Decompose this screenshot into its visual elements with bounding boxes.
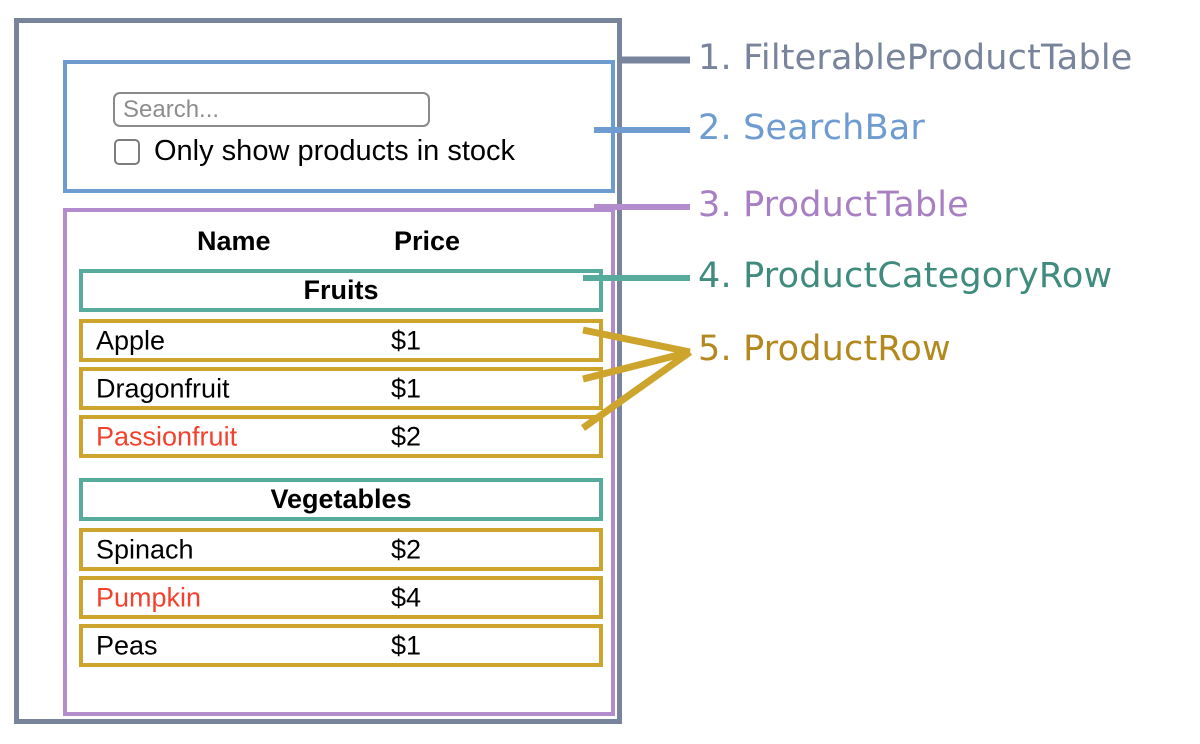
product-rows-container: Fruits Apple $1 Dragonfruit $1 Passionfr…: [79, 269, 603, 672]
product-row[interactable]: Peas $1: [79, 624, 603, 667]
product-table-frame: Name Price Fruits Apple $1 Dragonfruit $…: [63, 208, 615, 716]
product-price: $1: [391, 325, 422, 355]
legend-label-1: 1. FilterableProductTable: [698, 38, 1133, 78]
only-in-stock-label: Only show products in stock: [154, 135, 516, 167]
product-price: $4: [391, 582, 422, 612]
search-bar-frame: Only show products in stock: [63, 60, 615, 193]
legend-label-4: 4. ProductCategoryRow: [698, 256, 1113, 296]
column-header-name: Name: [197, 226, 271, 256]
legend-label-2: 2. SearchBar: [698, 108, 926, 148]
legend-label-5: 5. ProductRow: [698, 329, 951, 369]
connector-line-5a: [582, 326, 691, 356]
product-category-row: Fruits: [79, 269, 603, 312]
product-row[interactable]: Passionfruit $2: [79, 415, 603, 458]
product-row[interactable]: Pumpkin $4: [79, 576, 603, 619]
product-category-row: Vegetables: [79, 478, 603, 521]
legend-item-search-bar: 2. SearchBar: [698, 111, 925, 146]
product-name: Pumpkin: [96, 582, 202, 612]
legend-item-product-row: 5. ProductRow: [698, 332, 951, 367]
product-name: Dragonfruit: [96, 373, 230, 403]
column-header-price: Price: [394, 226, 461, 256]
product-price: $1: [391, 630, 422, 660]
product-name: Peas: [96, 630, 158, 660]
product-row[interactable]: Dragonfruit $1: [79, 367, 603, 410]
product-name: Apple: [96, 325, 166, 355]
category-label: Vegetables: [270, 484, 412, 514]
product-name: Spinach: [96, 534, 194, 564]
category-label: Fruits: [303, 275, 379, 305]
legend-item-product-table: 3. ProductTable: [698, 188, 969, 223]
product-price: $2: [391, 534, 422, 564]
only-in-stock-row[interactable]: Only show products in stock: [114, 137, 515, 166]
product-name: Passionfruit: [96, 421, 238, 451]
connector-line-5c: [580, 349, 693, 431]
product-price: $1: [391, 373, 422, 403]
product-row[interactable]: Spinach $2: [79, 528, 603, 571]
connector-line-5b: [582, 348, 691, 383]
legend-item-filterable-product-table: 1. FilterableProductTable: [698, 41, 1133, 76]
product-price: $2: [391, 421, 422, 451]
search-input[interactable]: [113, 92, 430, 127]
legend-item-product-category-row: 4. ProductCategoryRow: [698, 259, 1112, 294]
product-row[interactable]: Apple $1: [79, 319, 603, 362]
filterable-product-table-frame: Only show products in stock Name Price F…: [14, 18, 622, 724]
legend-label-3: 3. ProductTable: [698, 185, 969, 225]
table-header: Name Price: [67, 222, 611, 264]
only-in-stock-checkbox[interactable]: [114, 138, 140, 165]
